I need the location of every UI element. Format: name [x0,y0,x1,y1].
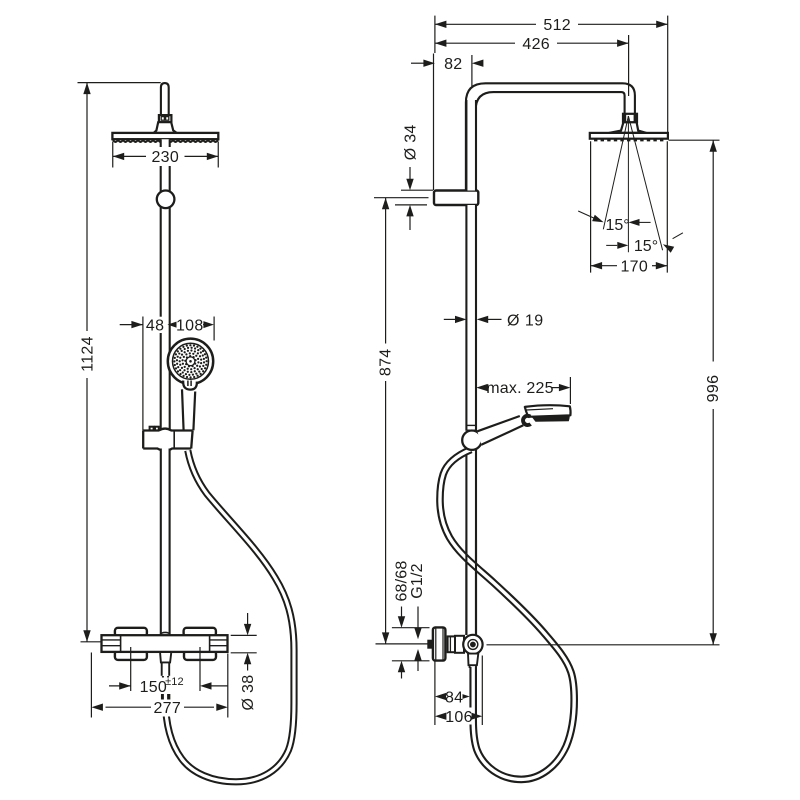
svg-text:1124: 1124 [80,336,97,372]
svg-text:G1/2: G1/2 [409,563,426,599]
svg-text:15°: 15° [634,238,658,255]
svg-text:15°: 15° [605,217,629,234]
svg-text:512: 512 [543,17,571,34]
svg-text:230: 230 [151,149,179,166]
svg-text:max. 225: max. 225 [486,380,553,397]
svg-text:874: 874 [377,348,394,376]
svg-text:106: 106 [445,709,473,726]
svg-text:108: 108 [176,317,204,334]
svg-text:277: 277 [153,700,181,717]
svg-text:150: 150 [140,679,167,696]
svg-text:Ø 34: Ø 34 [403,124,420,160]
svg-text:68/68: 68/68 [394,560,411,601]
svg-text:±12: ±12 [165,676,184,688]
svg-text:84: 84 [445,689,463,706]
svg-text:170: 170 [620,258,648,275]
svg-text:Ø 19: Ø 19 [507,313,544,330]
svg-text:426: 426 [522,36,550,53]
svg-text:48: 48 [146,317,164,334]
svg-text:82: 82 [444,56,462,73]
svg-text:996: 996 [705,375,722,403]
svg-text:Ø 38: Ø 38 [240,675,257,711]
